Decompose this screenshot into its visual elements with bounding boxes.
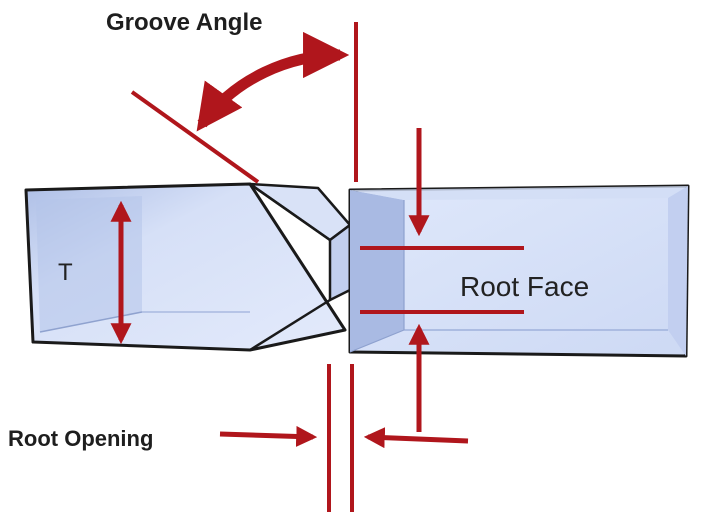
root-face-label: Root Face xyxy=(460,271,589,302)
right-plate-end-shade xyxy=(350,190,404,352)
groove-angle-arc-arrow xyxy=(196,31,350,132)
root-opening-right-arrow xyxy=(363,427,469,449)
groove-angle-bevel-line xyxy=(130,90,260,184)
groove-angle-label: Groove Angle xyxy=(106,9,262,36)
left-root-face xyxy=(328,223,352,302)
right-plate-top-inner xyxy=(350,186,688,200)
right-plate-right-edge xyxy=(668,186,688,356)
root-opening-left-arrow xyxy=(219,425,318,447)
left-plate xyxy=(24,182,352,352)
root-opening-label: Root Opening xyxy=(8,426,153,451)
left-plate-inner-shade xyxy=(36,196,142,332)
thickness-label: T xyxy=(58,259,73,286)
